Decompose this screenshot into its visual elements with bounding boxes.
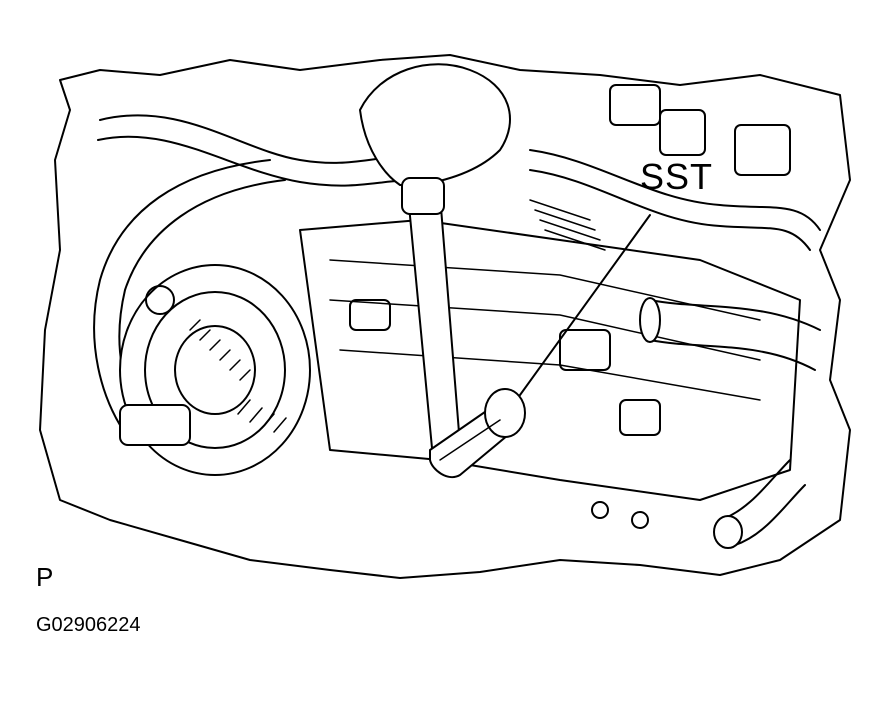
connectors: [529, 84, 791, 251]
hand: [359, 63, 511, 186]
alternator: [119, 264, 311, 476]
engine-block: [299, 219, 801, 529]
right-hose: [529, 149, 821, 251]
view-marker: P: [36, 562, 54, 592]
engine-outline: [39, 54, 851, 579]
right-lower-hose: [649, 299, 821, 371]
sst-leader-line: [519, 214, 651, 396]
sst-callout-label: SST: [640, 156, 714, 197]
extension-bar: [401, 177, 461, 449]
sst-socket: [429, 388, 526, 479]
figure-id: G02906224: [36, 614, 141, 636]
